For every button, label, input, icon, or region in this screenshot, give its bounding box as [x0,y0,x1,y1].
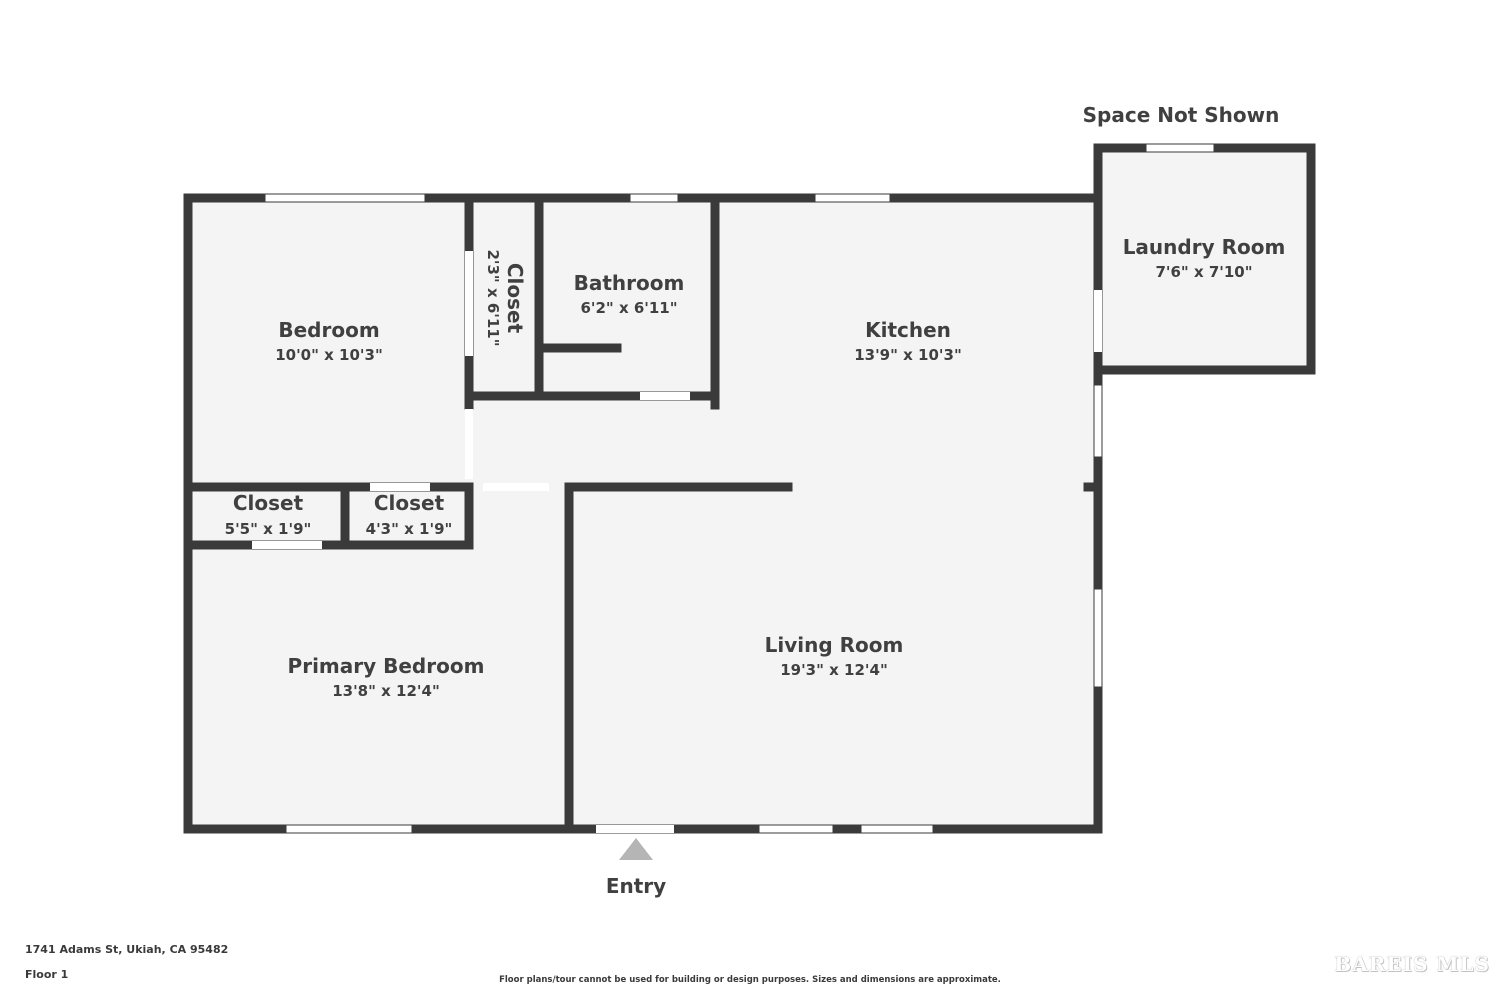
room-dimensions: 2'3" x 6'11" [484,249,502,346]
room-bathroom: Bathroom 6'2" x 6'11" [574,271,685,317]
room-closet-top: Closet 2'3" x 6'11" [484,249,527,346]
room-dimensions: 5'5" x 1'9" [225,520,312,538]
floor-fill [188,148,1312,830]
entry-label: Entry [606,874,666,898]
room-living-room: Living Room 19'3" x 12'4" [765,633,904,679]
bareis-mls-logo: BAREIS MLS [1334,952,1490,976]
room-dimensions: 6'2" x 6'11" [580,299,677,317]
openings [252,251,1102,833]
room-name: Bathroom [574,271,685,295]
entry-arrow-icon [619,838,653,860]
room-name: Closet [233,491,304,515]
room-kitchen: Kitchen 13'9" x 10'3" [854,318,962,364]
room-dimensions: 13'9" x 10'3" [854,346,962,364]
floor-label: Floor 1 [25,968,69,981]
room-closet-mid: Closet 4'3" x 1'9" [366,491,453,538]
room-bedroom: Bedroom 10'0" x 10'3" [275,318,383,364]
room-dimensions: 7'6" x 7'10" [1155,263,1252,281]
room-laundry: Laundry Room 7'6" x 7'10" [1123,235,1286,281]
room-name: Living Room [765,633,904,657]
disclaimer: Floor plans/tour cannot be used for buil… [499,975,1001,985]
room-name: Primary Bedroom [288,654,485,678]
room-name: Closet [503,263,527,334]
property-address: 1741 Adams St, Ukiah, CA 95482 [25,943,229,956]
room-name: Bedroom [278,318,379,342]
room-name: Kitchen [865,318,951,342]
room-dimensions: 13'8" x 12'4" [332,682,440,700]
windows [264,143,1215,834]
room-dimensions: 19'3" x 12'4" [780,661,888,679]
room-primary-bedroom: Primary Bedroom 13'8" x 12'4" [288,654,485,700]
room-dimensions: 10'0" x 10'3" [275,346,383,364]
room-name: Laundry Room [1123,235,1286,259]
room-dimensions: 4'3" x 1'9" [366,520,453,538]
space-not-shown-label: Space Not Shown [1083,103,1280,127]
room-name: Closet [374,491,445,515]
room-closet-left: Closet 5'5" x 1'9" [225,491,312,538]
